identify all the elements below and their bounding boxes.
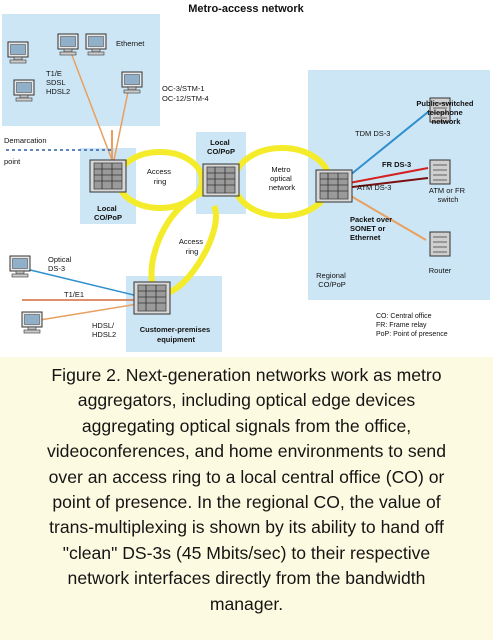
label-hdsl-hdsl2: HDSL/ HDSL2	[92, 321, 116, 339]
link-fr	[343, 167, 429, 185]
label-fr-ds3: FR DS-3	[382, 160, 411, 169]
regional-co-equipment-icon	[315, 169, 353, 203]
label-demarcation-point: Demarcation point	[4, 136, 49, 166]
computer-icon	[7, 41, 29, 64]
link-oc-ethernet	[69, 49, 113, 161]
label-atm-ds3: ATM DS-3	[357, 183, 391, 192]
caption-line: "clean" DS-3s (45 Mbits/sec) to their re…	[62, 542, 431, 563]
figure-caption: Figure 2. Next-generation networks work …	[0, 357, 493, 640]
link-router	[343, 191, 427, 241]
link-optical-ds3	[21, 267, 139, 297]
label-regional-co: Regional CO/PoP	[316, 271, 348, 289]
caption-line: Figure 2. Next-generation networks work …	[51, 365, 442, 385]
label-router: Router	[429, 266, 452, 275]
label-local-co-left: Local CO/PoP	[94, 204, 122, 222]
label-atm-fr-switch: ATM or FR switch	[429, 186, 467, 204]
diagram-svg: Metro-access network Ethernet T1/E SDSL …	[2, 3, 490, 352]
computer-icon	[13, 79, 35, 102]
label-access-ring-top: Access ring	[147, 167, 173, 186]
label-packet-over-sonet: Packet over SONET or Ethernet	[350, 215, 394, 242]
label-customer-premises: Customer-premises equipment	[140, 325, 213, 344]
caption-line: point of presence. In the regional CO, t…	[52, 492, 441, 513]
caption-line: over an access ring to a local central o…	[48, 466, 445, 487]
caption-line: aggregating optical signals from the off…	[81, 415, 412, 436]
caption-line: trans-multiplexing is shown by its abili…	[49, 517, 444, 538]
label-optical-ds3: Optical DS-3	[48, 255, 73, 273]
office-panel	[2, 14, 160, 126]
label-metro-optical-network: Metro optical network	[269, 165, 296, 192]
link-tdm	[343, 111, 429, 181]
label-t1e-sdsl-hdsl2: T1/E SDSL HDSL2	[46, 69, 70, 96]
label-access-ring-bottom: Access ring	[179, 237, 205, 256]
legend: CO: Central office FR: Frame relay PoP: …	[376, 313, 448, 338]
caption-line: videoconferences, and home environments …	[46, 441, 447, 462]
label-public-switched-network: Public-switched telephone network	[416, 99, 475, 126]
diagram-title: Metro-access network	[188, 3, 304, 15]
local-co-center-equipment-icon	[202, 163, 240, 197]
network-diagram: Metro-access network Ethernet T1/E SDSL …	[2, 3, 490, 352]
label-t1-e1: T1/E1	[64, 290, 84, 299]
label-ethernet: Ethernet	[116, 39, 145, 48]
computer-icon	[9, 255, 31, 278]
label-local-co-center: Local CO/PoP	[207, 138, 235, 156]
caption-line: network interfaces directly from the ban…	[67, 568, 426, 589]
link-oc-pc	[113, 81, 131, 161]
computer-icon	[21, 311, 43, 334]
router-icon	[429, 231, 451, 257]
label-oc3-oc12: OC-3/STM-1 OC-12/STM-4	[162, 84, 209, 103]
label-tdm-ds3: TDM DS-3	[355, 129, 390, 138]
computer-icon	[121, 71, 143, 94]
link-hdsl	[39, 303, 139, 321]
computer-icon	[85, 33, 107, 56]
local-co-left-equipment-icon	[89, 159, 127, 193]
computer-icon	[57, 33, 79, 56]
atm-switch-icon	[429, 159, 451, 185]
link-atm	[343, 177, 429, 189]
caption-line: manager.	[209, 593, 284, 614]
customer-premises-equipment-icon	[133, 281, 171, 315]
caption-line: aggregators, including optical edge devi…	[77, 390, 416, 411]
